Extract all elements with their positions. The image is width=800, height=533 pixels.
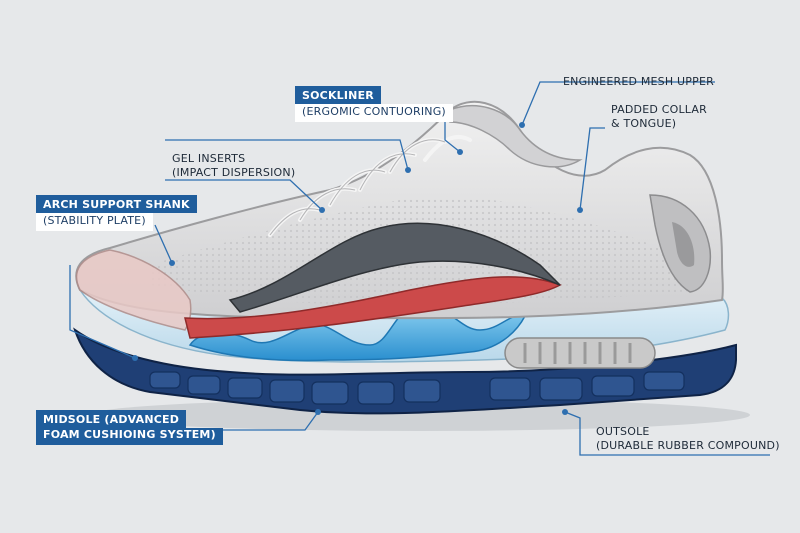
lace-outline (269, 139, 446, 236)
label-sockliner: SOCKLINER (ERGOMIC CONTUORING) (295, 86, 453, 122)
ground-shadow (90, 399, 750, 431)
outsole-subtitle: (DURABLE RUBBER COMPOUND) (596, 439, 780, 452)
sockliner-title: SOCKLINER (295, 86, 381, 104)
outsole-title: OUTSOLE (596, 425, 650, 438)
leader-outsole (564, 411, 770, 456)
midsole-line1: MIDSOLE (ADVANCED (36, 410, 187, 428)
engineered-mesh-title: ENGINEERED MESH UPPER (563, 75, 714, 88)
label-midsole: MIDSOLE (ADVANCED FOAM CUSHIOING SYSTEM) (36, 410, 223, 445)
label-gel-inserts: GEL INSERTS (IMPACT DISPERSION) (172, 152, 295, 180)
leader-arch-support (154, 224, 173, 264)
label-arch-support: ARCH SUPPORT SHANK (STABILITY PLATE) (36, 195, 197, 231)
label-padded-collar: PADDED COLLAR & TONGUE) (611, 103, 707, 131)
toe-cap (75, 249, 192, 331)
leader-padded-collar (579, 127, 605, 211)
midsole-line2: FOAM CUSHIOING SYSTEM) (36, 428, 223, 445)
leader-dots (132, 122, 583, 415)
label-outsole: OUTSOLE (DURABLE RUBBER COMPOUND) (596, 425, 780, 453)
heel-window (672, 222, 695, 267)
outsole-tread (149, 371, 685, 405)
padded-collar-line1: PADDED COLLAR (611, 103, 707, 116)
gel-inserts-title: GEL INSERTS (172, 152, 246, 165)
leader-gel-inserts-2 (165, 179, 323, 211)
leader-lines (69, 81, 770, 456)
leader-midsole (69, 265, 136, 359)
arch-support-title: ARCH SUPPORT SHANK (36, 195, 197, 213)
collar (449, 105, 583, 168)
sockliner-subtitle: (ERGOMIC CONTUORING) (295, 104, 453, 122)
leader-midsole-2 (210, 411, 319, 431)
leader-mesh-upper (521, 81, 715, 126)
arch-support-subtitle: (STABILITY PLATE) (36, 213, 153, 231)
arch-shank-plate (228, 222, 561, 313)
heel-cushion-window (504, 337, 656, 369)
gel-inserts-subtitle: (IMPACT DISPERSION) (172, 166, 296, 179)
label-engineered-mesh: ENGINEERED MESH UPPER (563, 75, 714, 89)
leader-gel-inserts (165, 139, 409, 171)
padded-collar-line2: & TONGUE) (611, 117, 677, 130)
